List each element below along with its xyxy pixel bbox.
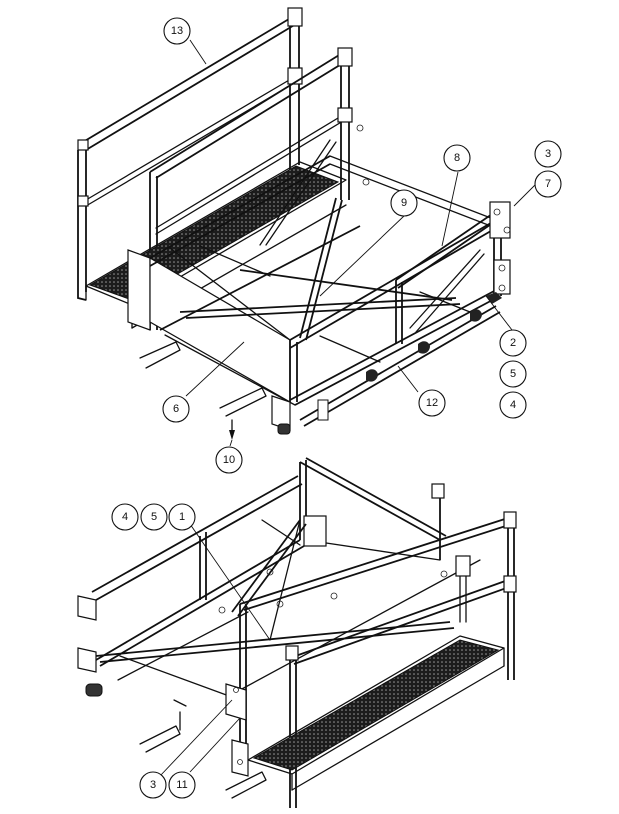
callout-2-label: 2 xyxy=(510,337,516,349)
callout-6: 6 xyxy=(162,395,190,423)
callout-2: 2 xyxy=(499,329,527,357)
callout-13-label: 13 xyxy=(171,25,183,37)
upper-leaders xyxy=(185,39,539,447)
hook-tabs-10 xyxy=(139,341,267,440)
callout-3-bottom-label: 3 xyxy=(150,779,156,791)
callout-10-label: 10 xyxy=(223,454,235,466)
bottom-rail-12 xyxy=(271,292,502,435)
callout-8-label: 8 xyxy=(454,152,460,164)
callout-10: 10 xyxy=(215,446,243,474)
callout-3-top: 3 xyxy=(534,140,562,168)
callout-11: 11 xyxy=(168,771,196,799)
lower-end-details xyxy=(139,568,448,799)
lower-left-handrail xyxy=(77,475,305,697)
lower-leaders xyxy=(159,523,271,777)
callout-7-label: 7 xyxy=(545,178,551,190)
lower-right-handrail xyxy=(239,511,517,808)
callout-1: 1 xyxy=(168,503,196,531)
callout-9: 9 xyxy=(390,189,418,217)
callout-4-bottom-label: 4 xyxy=(122,511,128,523)
upper-assembly xyxy=(77,7,539,447)
callout-5-top: 5 xyxy=(499,360,527,388)
callout-7: 7 xyxy=(534,170,562,198)
callout-11-label: 11 xyxy=(176,779,187,791)
callout-1-label: 1 xyxy=(179,511,185,523)
callout-4-bottom: 4 xyxy=(111,503,139,531)
callout-9-label: 9 xyxy=(401,197,407,209)
callout-5-bottom: 5 xyxy=(140,503,168,531)
callout-4-top-label: 4 xyxy=(510,399,516,411)
callout-3-top-label: 3 xyxy=(545,148,551,160)
callout-5-bottom-label: 5 xyxy=(151,511,157,523)
lower-bracing xyxy=(95,519,481,701)
callout-13: 13 xyxy=(163,17,191,45)
callout-5-top-label: 5 xyxy=(510,368,516,380)
callout-3-bottom: 3 xyxy=(139,771,167,799)
callout-8: 8 xyxy=(443,144,471,172)
callout-6-label: 6 xyxy=(173,403,179,415)
callout-12: 12 xyxy=(418,389,446,417)
main-frame xyxy=(127,124,511,406)
callout-4-top: 4 xyxy=(499,391,527,419)
lower-step-grate xyxy=(247,635,505,791)
lower-assembly xyxy=(77,457,517,808)
callout-12-label: 12 xyxy=(426,397,438,409)
